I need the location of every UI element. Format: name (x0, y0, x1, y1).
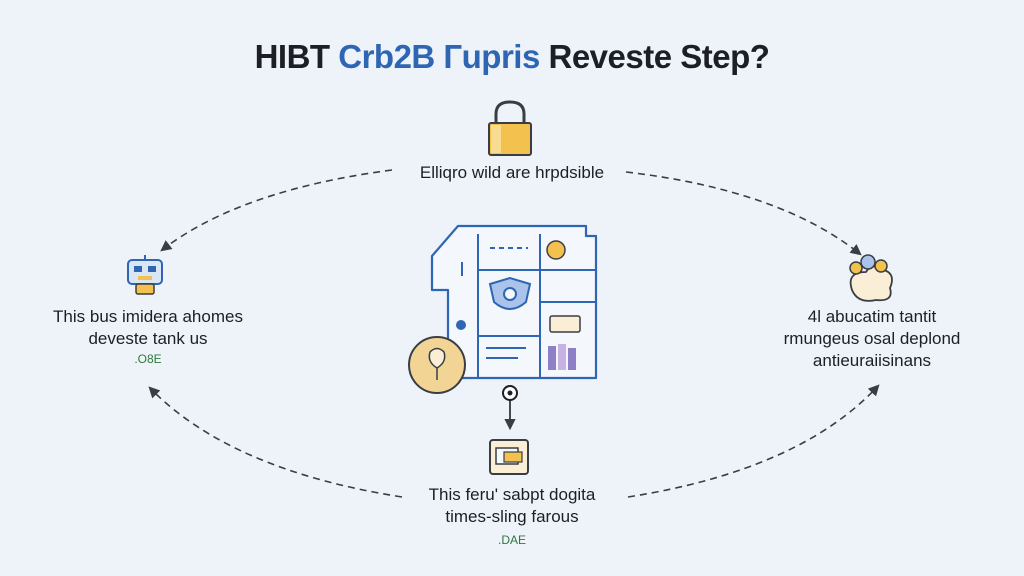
left-node-line-1: This bus imidera ahomes (53, 307, 243, 326)
arrow-top-left (160, 169, 393, 252)
right-node-label: 4l abucatim tantit rmungeus osal deplond… (752, 306, 992, 372)
top-node-label: Elliqro wild are hrpdsible (419, 163, 605, 182)
digital-wallet-icon (408, 224, 598, 394)
left-node-line-2: deveste tank us (88, 329, 208, 348)
center-down-connector (502, 385, 518, 431)
right-node-line-3: antieuraiisinans (812, 351, 932, 370)
padlock-icon (488, 100, 532, 156)
arrow-top-right (625, 171, 862, 256)
diagram-title: HIBT Crb2B Гupris Reveste Step? (254, 38, 770, 75)
right-node-line-1: 4l abucatim tantit (807, 307, 937, 326)
arrow-left-bottom (148, 386, 403, 498)
bottom-node-label: This feru' sabpt dogita times-sling faro… (380, 484, 644, 528)
bottom-node-line-1: This feru' sabpt dogita (428, 485, 596, 504)
people-group-icon (849, 254, 893, 302)
bottom-node-line-2: times-sling farous (445, 507, 579, 526)
left-node-code: .O8E (134, 352, 162, 366)
bottom-node-code: .DAE (497, 533, 526, 547)
document-box-icon (489, 439, 529, 475)
right-node-line-2: rmungeus osal deplond (783, 329, 961, 348)
robot-icon (127, 255, 163, 295)
arrow-bottom-right (627, 384, 880, 498)
left-node-label: This bus imidera ahomes deveste tank us (28, 306, 268, 350)
